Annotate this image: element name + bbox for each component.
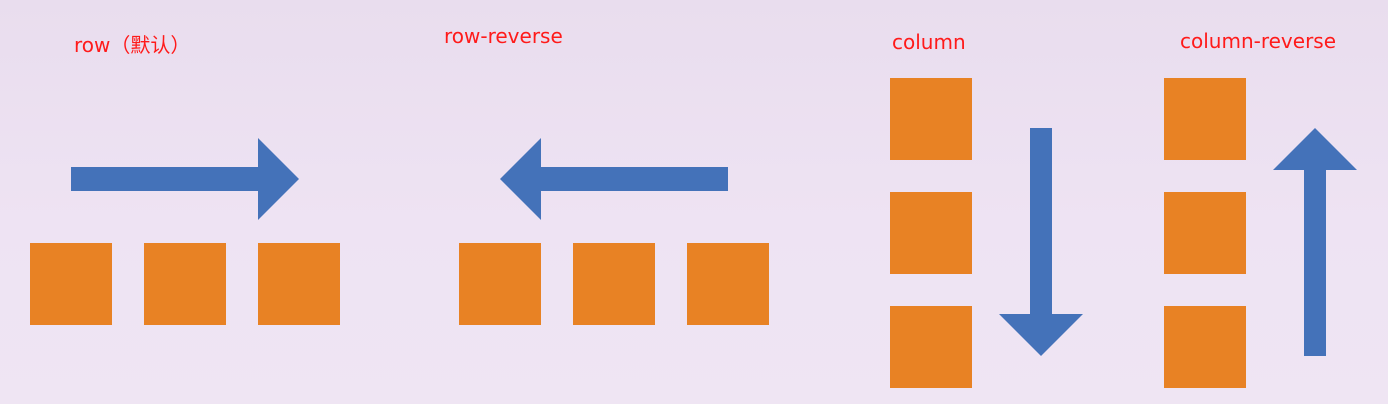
row-reverse-item-2 [573, 243, 655, 325]
column-reverse-item-3 [1164, 306, 1246, 388]
column-reverse-item-2 [1164, 192, 1246, 274]
column-item-2 [890, 192, 972, 274]
row-item-3 [258, 243, 340, 325]
column-item-3 [890, 306, 972, 388]
label-row: row（默认） [74, 33, 191, 57]
arrow-left-icon [500, 138, 728, 220]
arrow-right-icon [71, 138, 299, 220]
column-item-1 [890, 78, 972, 160]
row-reverse-item-3 [687, 243, 769, 325]
arrow-up-icon [1273, 128, 1357, 356]
label-column-reverse: column-reverse [1180, 29, 1337, 53]
row-item-1 [30, 243, 112, 325]
label-column: column [892, 30, 966, 54]
label-row-reverse: row-reverse [444, 24, 563, 48]
column-reverse-item-1 [1164, 78, 1246, 160]
row-item-2 [144, 243, 226, 325]
arrow-down-icon [999, 128, 1083, 356]
row-reverse-item-1 [459, 243, 541, 325]
